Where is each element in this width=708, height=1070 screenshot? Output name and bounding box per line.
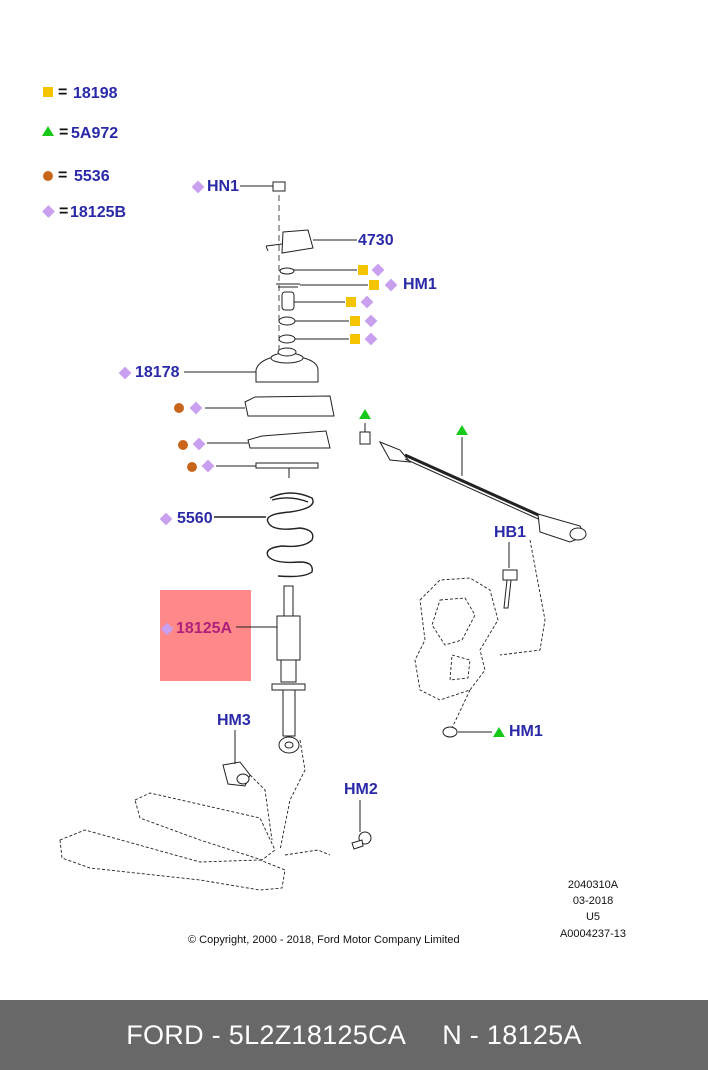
suspension-diagram (59, 180, 587, 891)
stabilizer-link (359, 423, 587, 543)
diagram-date: 03-2018 (572, 895, 614, 907)
highlight-box (160, 590, 251, 681)
label-hm3: HM3 (217, 712, 251, 729)
legend-prefix: = (59, 203, 69, 220)
legend-prefix: = (59, 124, 69, 141)
footer-bar: FORD - 5L2Z18125CA N - 18125A (0, 1000, 708, 1070)
square-marker-icon (43, 87, 53, 97)
callout-markers (118, 180, 505, 737)
legend-prefix: = (58, 167, 68, 184)
upper-mount-18178 (184, 347, 319, 383)
top-nut (240, 181, 286, 192)
footer-part-number: FORD - 5L2Z18125CA (126, 1020, 407, 1050)
bushing-stack (276, 267, 368, 344)
footer-text: FORD - 5L2Z18125CA N - 18125A (0, 1000, 708, 1070)
diagram-code: 2040310A (567, 879, 619, 891)
bushing-hm3 (222, 730, 251, 787)
knuckle (414, 539, 546, 729)
shock-absorber-18125a (236, 585, 306, 754)
label-18178: 18178 (135, 364, 180, 381)
upper-insulator (205, 395, 335, 417)
lower-arm (59, 739, 331, 891)
legend-value: 18125B (70, 204, 127, 221)
label-18125a: 18125A (176, 620, 233, 637)
label-hn1: HN1 (207, 178, 240, 195)
footer-n-number: N - 18125A (442, 1020, 582, 1050)
spring-seat (207, 430, 331, 449)
diagram-variant: U5 (585, 911, 601, 923)
label-hm1-bottom: HM1 (509, 723, 543, 740)
label-5560: 5560 (177, 510, 213, 527)
copyright-notice: © Copyright, 2000 - 2018, Ford Motor Com… (188, 934, 460, 946)
legend-value: 5536 (74, 168, 110, 185)
label-hb1: HB1 (494, 524, 527, 541)
legend-value: 5A972 (71, 125, 119, 142)
triangle-marker-icon (42, 126, 54, 136)
legend-value: 18198 (73, 85, 118, 102)
label-hm1-top: HM1 (403, 276, 437, 293)
legend-prefix: = (58, 84, 68, 101)
spring-pad (216, 462, 319, 478)
bolt-hb1 (502, 542, 518, 609)
lower-bolt-hm1 (442, 726, 492, 738)
label-4730: 4730 (358, 232, 394, 249)
dust-cap-4730 (265, 229, 357, 254)
circle-marker-icon (43, 171, 53, 181)
label-hm2: HM2 (344, 781, 378, 798)
diagram-ref: A0004237-13 (559, 928, 627, 940)
coil-spring-5560 (214, 492, 314, 578)
bolt-hm2 (351, 800, 372, 850)
